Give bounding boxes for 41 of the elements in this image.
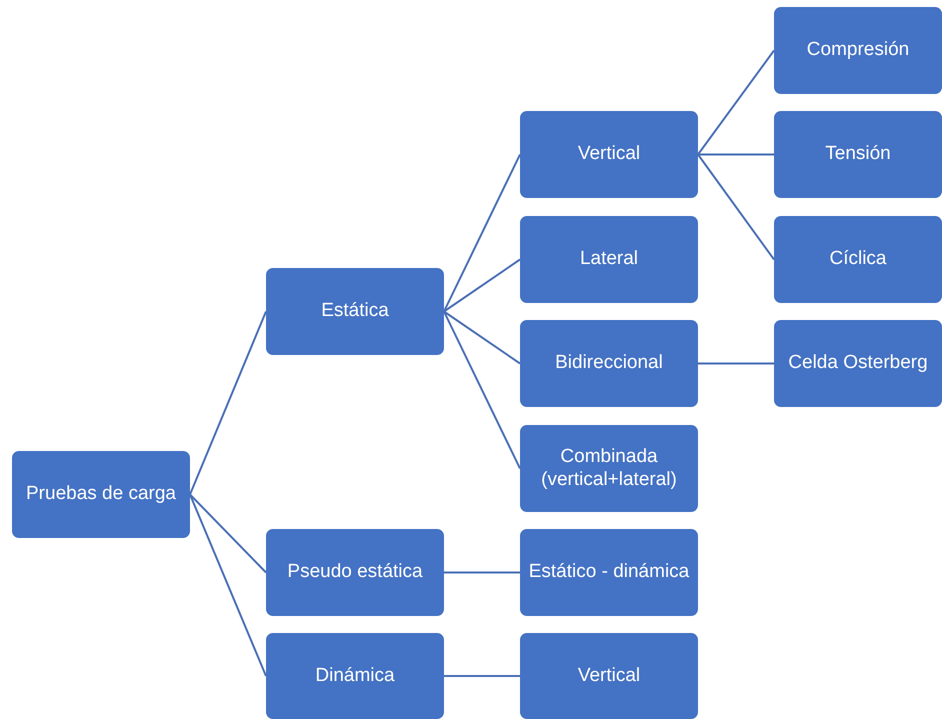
box-label: Estático - dinámica bbox=[528, 561, 690, 584]
category-box bbox=[266, 633, 444, 719]
category-box bbox=[12, 451, 190, 538]
category-box bbox=[266, 268, 444, 355]
category-box bbox=[520, 529, 698, 616]
connector-line bbox=[443, 154, 521, 312]
box-label: Pruebas de carga bbox=[26, 483, 176, 506]
box-label: Combinada (vertical+lateral) bbox=[540, 446, 678, 492]
box-label: Cíclica bbox=[829, 248, 886, 271]
connector-line bbox=[444, 572, 520, 574]
connector-line bbox=[189, 494, 267, 574]
category-box bbox=[520, 216, 698, 303]
connector-line bbox=[698, 154, 774, 156]
connector-line bbox=[443, 258, 521, 312]
connector-line bbox=[443, 310, 521, 364]
category-box bbox=[520, 633, 698, 719]
category-box bbox=[774, 7, 942, 94]
box-label: Celda Osterberg bbox=[788, 352, 928, 375]
connector-line bbox=[697, 154, 775, 260]
box-label: Estática bbox=[321, 300, 389, 323]
box-label: Bidireccional bbox=[555, 352, 663, 375]
box-label: Compresión bbox=[806, 39, 910, 62]
box-label: Lateral bbox=[580, 248, 638, 271]
connector-line bbox=[443, 311, 521, 469]
box-label: Tensión bbox=[825, 143, 891, 166]
box-label: Dinámica bbox=[315, 664, 395, 688]
connector-line bbox=[189, 494, 267, 676]
connector-line bbox=[698, 362, 774, 364]
category-box bbox=[774, 216, 942, 303]
connector-line bbox=[444, 675, 520, 677]
category-box bbox=[520, 425, 698, 512]
connector-line bbox=[697, 50, 775, 156]
connector-line bbox=[189, 311, 267, 495]
box-label: Pseudo estática bbox=[287, 561, 423, 584]
box-label: Vertical bbox=[578, 143, 640, 166]
category-box bbox=[774, 111, 942, 198]
category-box bbox=[520, 111, 698, 198]
category-box bbox=[520, 320, 698, 407]
category-box bbox=[774, 320, 942, 407]
category-box bbox=[266, 529, 444, 616]
box-label: Vertical bbox=[578, 664, 640, 688]
